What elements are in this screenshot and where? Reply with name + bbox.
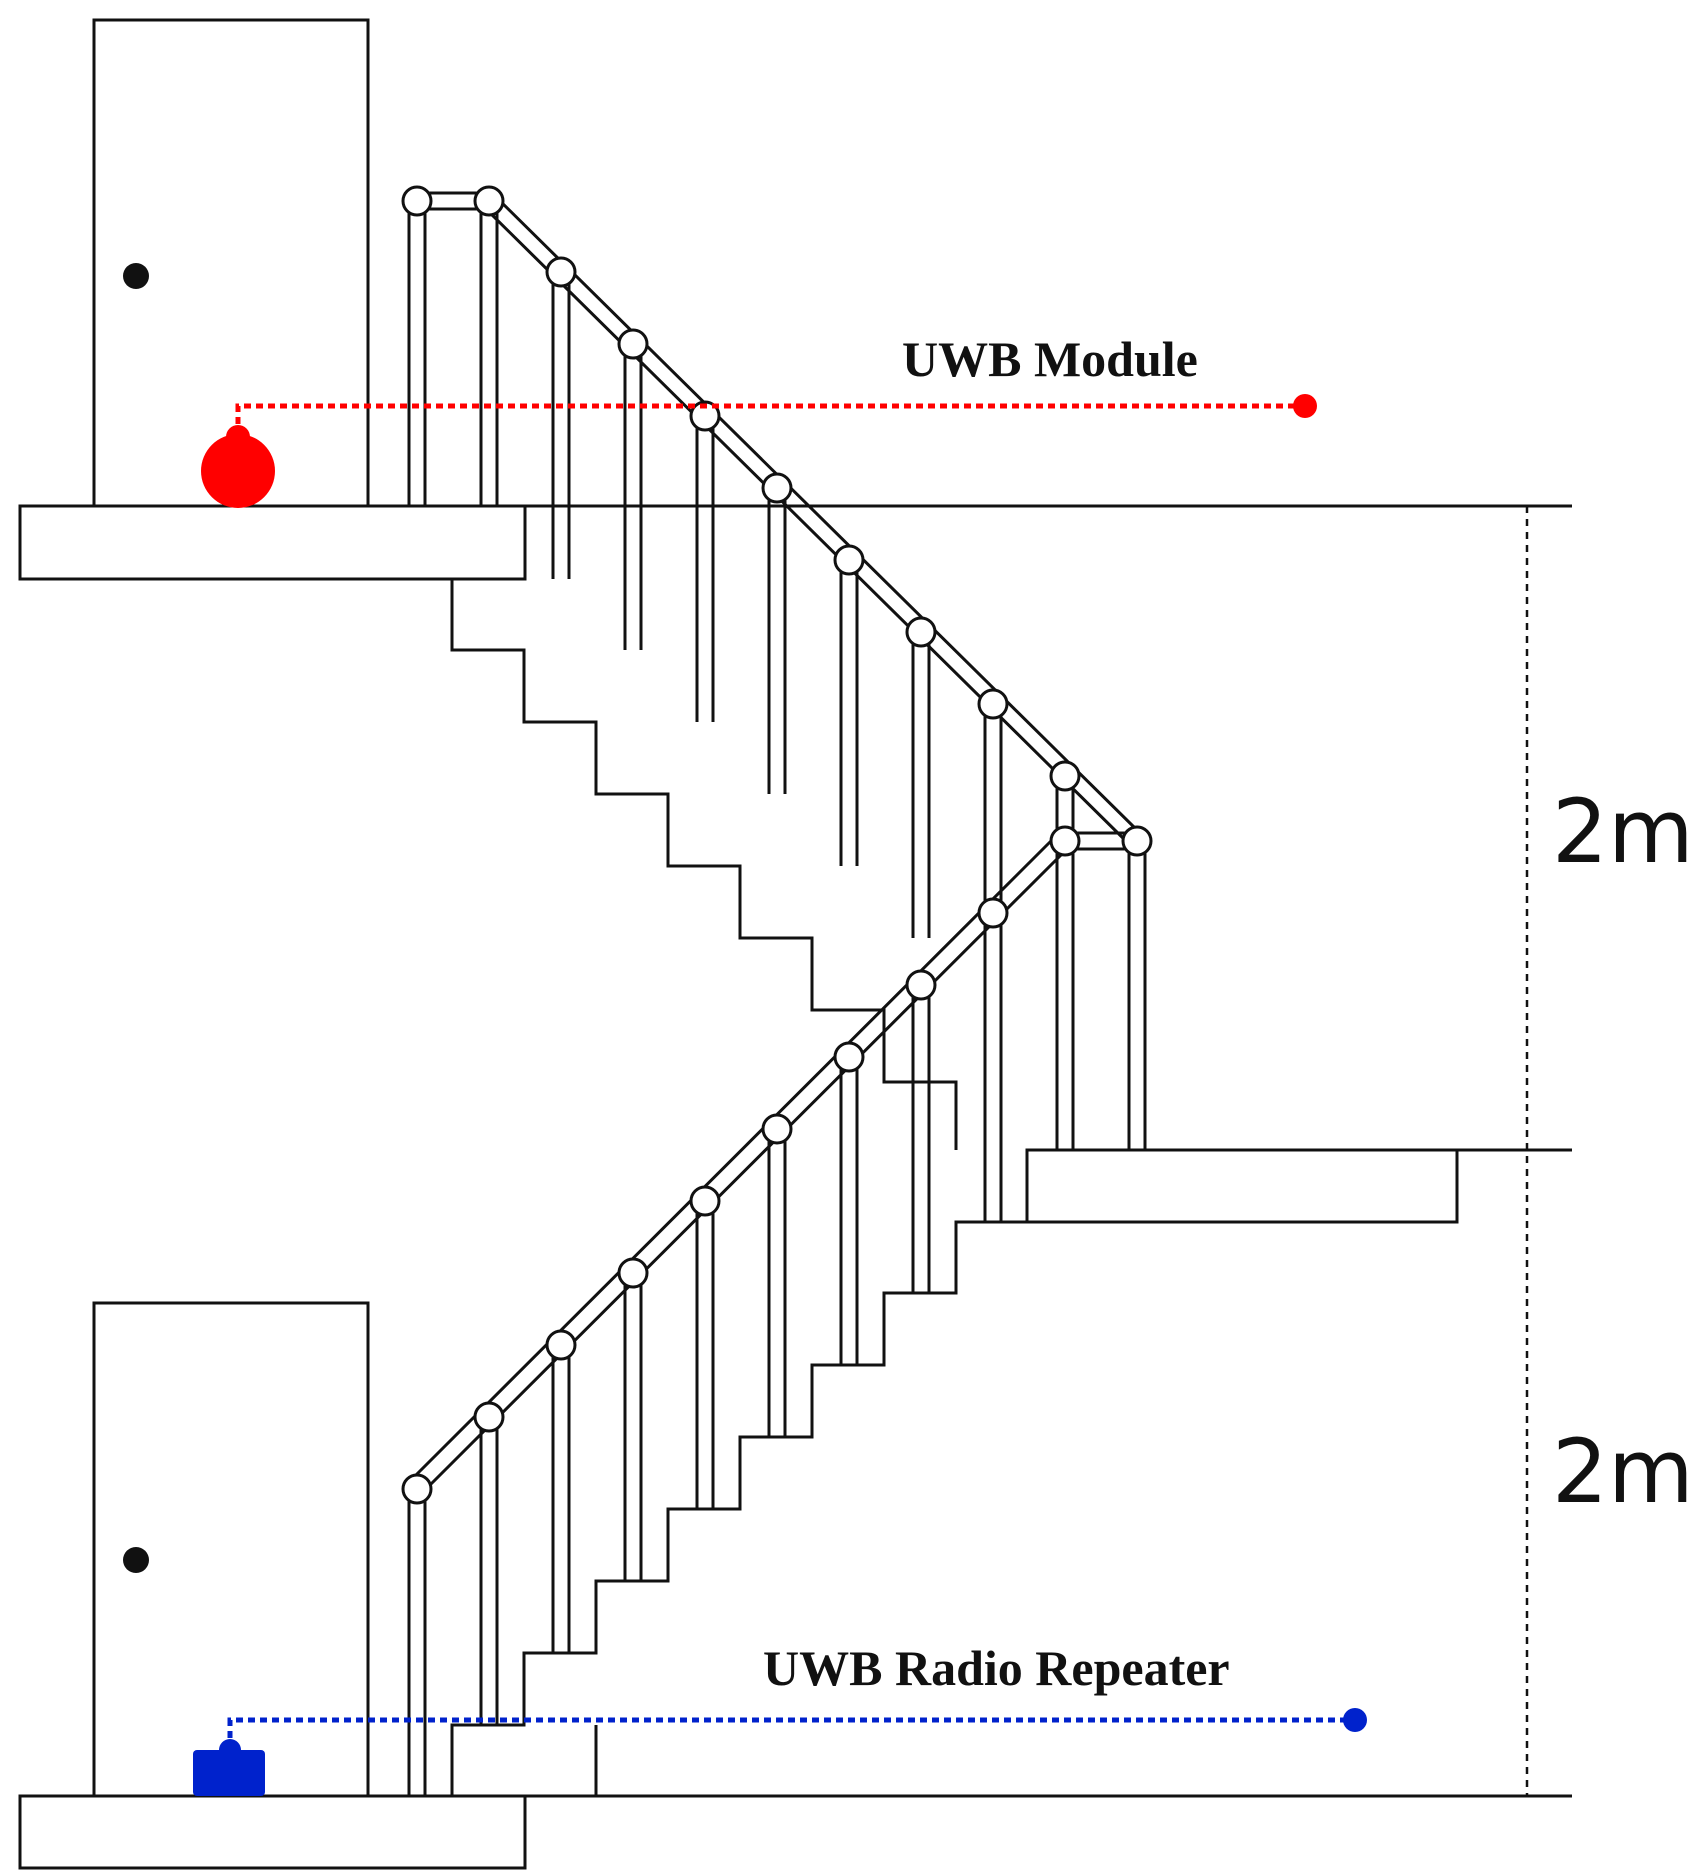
uwb-repeater-leader-dot: [1343, 1708, 1367, 1732]
uwb-module-leader-dot: [1293, 394, 1317, 418]
upper-balusters: [407, 202, 1147, 1150]
uwb-repeater-leader: [227, 1717, 1355, 1750]
lower-door-knob: [123, 1547, 149, 1573]
upper-handrail-joints: [401, 185, 1081, 792]
uwb-module: [201, 394, 1317, 508]
uwb-repeater-label: UWB Radio Repeater: [763, 1640, 1230, 1696]
upper-height-label: 2m: [1552, 780, 1694, 883]
uwb-repeater-device: [193, 1750, 265, 1796]
lower-handrail-joints: [401, 825, 1153, 1505]
uwb-repeater-device-cap: [219, 1739, 241, 1761]
uwb-module-device-cap: [226, 425, 250, 449]
uwb-module-label: UWB Module: [902, 331, 1198, 387]
lower-height-label: 2m: [1552, 1420, 1694, 1523]
uwb-module-device: [201, 434, 275, 508]
uwb-radio-repeater: [193, 1708, 1367, 1796]
upper-stair-steps: [450, 579, 958, 1150]
upper-landing-slab: [18, 504, 527, 581]
lower-stair-steps: [450, 1150, 1029, 1796]
middle-landing-slab: [1025, 1148, 1459, 1224]
lower-balusters: [407, 913, 1003, 1796]
ground-slab: [18, 1794, 527, 1870]
upper-door-knob: [123, 263, 149, 289]
uwb-module-leader: [235, 403, 1305, 436]
